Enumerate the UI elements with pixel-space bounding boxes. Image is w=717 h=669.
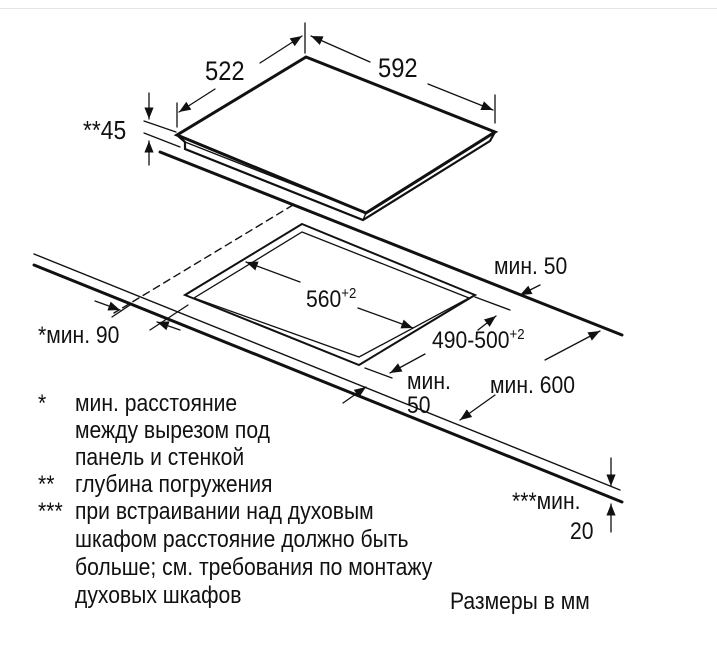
cutout-outline xyxy=(182,222,478,367)
counter-depth-min-label: мин. 600 xyxy=(490,372,575,399)
cutout-depth-tolerance: +2 xyxy=(509,326,525,343)
front-min-value: 50 xyxy=(407,392,431,419)
dimension-lines xyxy=(94,22,616,533)
footnote-2-mark: ** xyxy=(38,471,55,498)
cutout-width-label: 560+2 xyxy=(306,286,356,313)
units-note: Размеры в мм xyxy=(450,588,590,615)
footnote-1-line: панель и стенкой xyxy=(75,444,245,471)
footnote-2-line: глубина погружения xyxy=(75,471,273,498)
width-label: 592 xyxy=(378,53,418,83)
top-divider xyxy=(0,0,717,9)
cutout-width-value: 560 xyxy=(306,286,342,313)
footnote-3-line: больше; см. требования по монтажу xyxy=(75,554,433,581)
countertop-outline xyxy=(32,150,624,504)
depth-label: 522 xyxy=(205,56,245,86)
footnote-1-line: между вырезом под xyxy=(75,417,270,444)
cutout-depth-value: 490-500 xyxy=(432,327,510,354)
oven-min-value: 20 xyxy=(570,518,594,545)
footnote-1-mark: * xyxy=(38,390,47,417)
hob-outline xyxy=(173,55,499,222)
front-min-label: мин. xyxy=(407,368,451,395)
footnote-1-line: мин. расстояние xyxy=(75,390,238,417)
immersion-depth-label: **45 xyxy=(83,115,127,145)
footnote-3-mark: *** xyxy=(38,498,63,525)
wall-min-label: *мин. 90 xyxy=(38,322,120,349)
cutout-depth-label: 490-500+2 xyxy=(432,327,525,354)
cutout-width-tolerance: +2 xyxy=(341,285,357,302)
rear-min-label: мин. 50 xyxy=(494,253,568,280)
footnote-3-line: духовых шкафов xyxy=(75,582,242,609)
footnote-3-line: шкафом расстояние должно быть xyxy=(75,526,409,553)
footnote-3-line: при встраивании над духовым xyxy=(75,498,374,525)
oven-min-label: ***мин. xyxy=(512,488,581,515)
